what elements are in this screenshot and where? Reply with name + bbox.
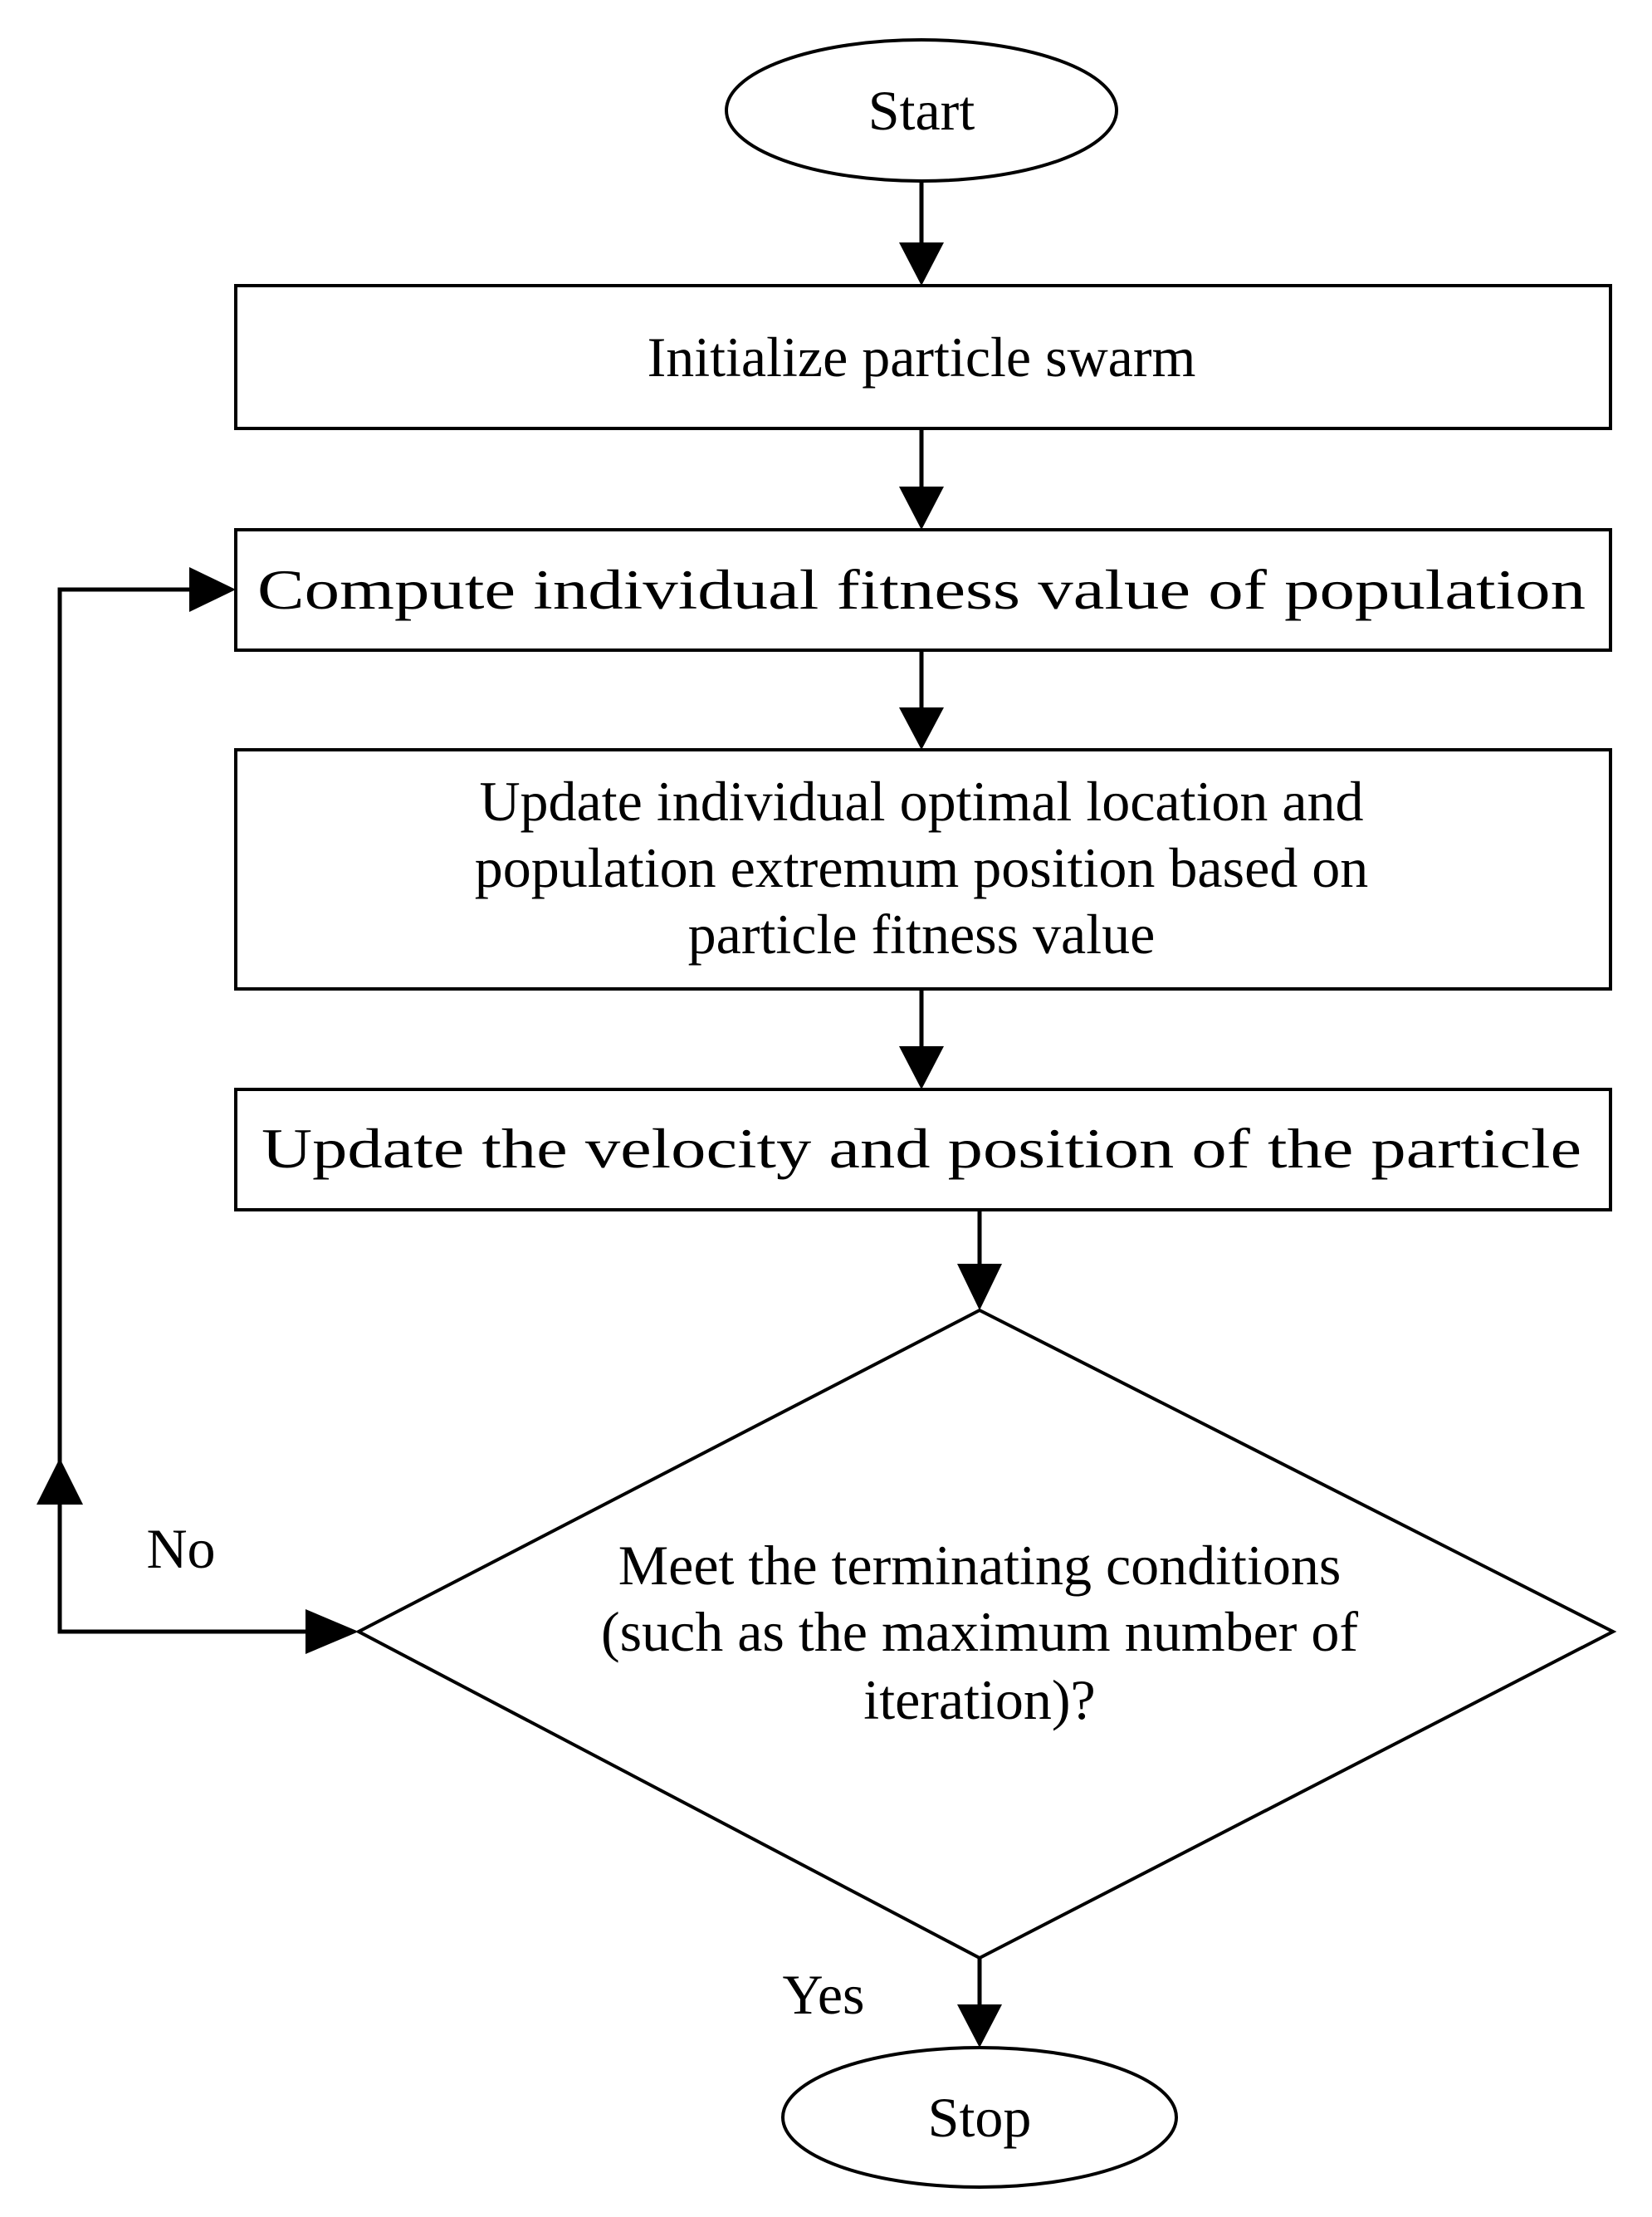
decision-line-1: Meet the terminating conditions	[618, 1534, 1342, 1597]
no-label: No	[146, 1517, 215, 1580]
process-update-velocity	[234, 1088, 1612, 1211]
process-initialize-swarm	[234, 284, 1612, 430]
arrowhead-initialize	[899, 242, 944, 286]
decision-line-2: (such as the maximum number of	[601, 1600, 1358, 1663]
arrowhead-no-upward	[37, 1458, 83, 1505]
update-velocity-label: Update the velocity and position of the …	[261, 1117, 1581, 1180]
no-loop-connector	[57, 587, 320, 1634]
process-update-optimal	[234, 748, 1612, 991]
arrowhead-into-compute	[189, 567, 236, 612]
update-optimal-line-1: Update individual optimal location and	[479, 770, 1363, 833]
decision-line-3: iteration)?	[863, 1668, 1095, 1731]
update-optimal-line-3: particle fitness value	[688, 903, 1156, 966]
yes-label: Yes	[783, 1963, 865, 2026]
arrowhead-update-velocity	[899, 1046, 944, 1089]
arrowhead-no-into-decision	[305, 1609, 359, 1654]
arrowhead-compute	[899, 487, 944, 530]
start-label: Start	[868, 79, 975, 142]
arrowhead-stop	[957, 2004, 1002, 2048]
initialize-label: Initialize particle swarm	[648, 325, 1196, 389]
stop-label: Stop	[928, 2086, 1032, 2149]
update-optimal-line-2: population extremum position based on	[475, 836, 1369, 899]
arrowhead-update-optimal	[899, 707, 944, 750]
stop-terminal	[781, 2046, 1178, 2189]
compute-label: Compute individual fitness value of popu…	[257, 558, 1586, 621]
arrowhead-decision	[957, 1264, 1002, 1310]
